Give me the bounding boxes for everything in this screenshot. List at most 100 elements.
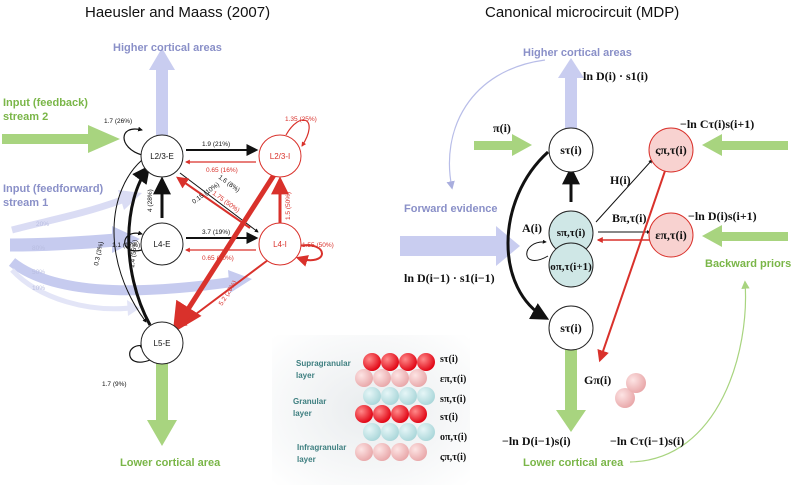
- ff-arrow-20: [11, 196, 124, 234]
- node-s-bottom: [548, 305, 594, 351]
- inset-spheres: [355, 353, 435, 461]
- pct-20-label: 20%: [36, 221, 49, 228]
- layers-inset: Supragranular layer Granular layer Infra…: [272, 335, 470, 485]
- weight-e-to-i: 1.9 (21%): [202, 141, 230, 148]
- weight-diag-1: 1.6 (8%): [217, 174, 241, 194]
- left-higher-label: Higher cortical areas: [113, 42, 222, 54]
- forward-evidence-label: Forward evidence: [404, 203, 498, 215]
- node-eps: [648, 212, 694, 258]
- node-l23e: [140, 134, 184, 178]
- weight-l5e-to-l23e-a: 0.3 (3%): [93, 241, 105, 266]
- right-lower-label: Lower cortical area: [523, 457, 624, 469]
- supragranular-label: Supragranular: [296, 359, 351, 368]
- lnd-arrow-head: [702, 225, 722, 247]
- node-o-mid: [548, 242, 594, 288]
- node-o-mid-label: oπ,τ(i+1): [550, 261, 592, 273]
- math-lnD-right: −ln D(i)s(i+1): [688, 209, 757, 223]
- node-s-bottom-label: sτ(i): [560, 321, 582, 335]
- forward-arrow-shaft: [400, 236, 500, 256]
- weight-l4i-to-l4e: 0.65 (10%): [202, 255, 234, 262]
- math-lnD-left: ln D(i−1) · s1(i−1): [404, 271, 495, 285]
- top-to-bottom-curve: [506, 150, 550, 320]
- math-H: H(i): [610, 173, 631, 187]
- node-s-top: [548, 127, 594, 173]
- right-down-arrow-head: [556, 410, 586, 432]
- H-arrow: [595, 159, 653, 223]
- left-up-arrow-head: [149, 48, 175, 70]
- right-higher-label: Higher cortical areas: [523, 47, 632, 59]
- inset-label-2: επ,τ(i): [440, 374, 466, 385]
- inset-label-4: sτ(i): [440, 412, 458, 423]
- node-zeta-label: ςπ,τ(i): [655, 143, 687, 157]
- node-l23e-label: L2/3-E: [150, 152, 174, 161]
- lnd-arrow-shaft: [720, 232, 788, 241]
- node-l5e: [140, 321, 184, 365]
- weight-l4i-self: 1.55 (50%): [302, 242, 334, 249]
- input-feedback-stream-label: stream 2: [3, 111, 48, 123]
- node-l4i: [258, 222, 302, 266]
- weight-l4e-to-l23e: 4 (28%): [147, 189, 154, 212]
- math-pi: π(i): [493, 121, 511, 135]
- left-lower-label: Lower cortical area: [120, 457, 221, 469]
- lnc-arrow-shaft: [720, 141, 788, 150]
- node-l4e: [140, 222, 184, 266]
- pct-80-label: 80%: [32, 245, 45, 252]
- lnc-arrow-head: [702, 134, 722, 156]
- weight-l5e-self: 1.7 (9%): [102, 381, 127, 388]
- node-l4i-label: L4-I: [273, 240, 287, 249]
- node-eps-label: επ,τ(i): [655, 228, 687, 242]
- ff-arrow-10: [10, 268, 131, 312]
- input-feedforward-stream-label: stream 1: [3, 197, 48, 209]
- node-l5e-label: L5-E: [154, 339, 171, 348]
- weight-l4i-to-l23i: 1.5 (50%): [285, 192, 292, 220]
- math-A: A(i): [522, 221, 542, 235]
- right-title: Canonical microcircuit (MDP): [485, 4, 679, 21]
- left-down-arrow-head: [147, 420, 177, 446]
- weight-l23e-self: 1.7 (26%): [104, 118, 132, 125]
- node-l4e-label: L4-E: [154, 240, 171, 249]
- left-feedback-arrow-head: [88, 125, 120, 153]
- granular-layer-label: layer: [293, 409, 312, 418]
- pi-arrow-shaft: [474, 141, 514, 150]
- right-panel: Canonical microcircuit (MDP) Higher cort…: [400, 4, 791, 469]
- weight-l23i-self: 1.35 (25%): [285, 116, 317, 123]
- math-G: Gπ(i): [584, 373, 611, 387]
- higher-to-forward-curve: [446, 59, 546, 190]
- node-s-mid-label: sπ,τ(i): [557, 227, 586, 239]
- weight-i-to-e: 0.65 (16%): [206, 167, 238, 174]
- math-bottom-a: −ln D(i−1)s(i): [502, 434, 571, 448]
- pct-10-label: 10%: [32, 285, 45, 292]
- infragranular-label: Infragranular: [297, 443, 346, 452]
- ff-arrow-80: [9, 233, 117, 252]
- math-lnC: −ln Cτ(i)s(i+1): [680, 117, 754, 131]
- granular-label: Granular: [293, 397, 326, 406]
- right-up-arrow-shaft: [565, 75, 577, 145]
- right-up-arrow-head: [558, 58, 584, 78]
- A-loop-arrow: [526, 239, 549, 261]
- inset-label-6: ςπ,τ(i): [440, 452, 466, 463]
- pi-arrow-head: [512, 134, 532, 156]
- supragranular-layer-label: layer: [296, 371, 315, 380]
- input-feedback-label: Input (feedback): [3, 97, 88, 109]
- node-l23i-label: L2/3-I: [270, 152, 290, 161]
- math-B: Bπ,τ(i): [612, 211, 646, 225]
- left-feedback-arrow-shaft: [2, 134, 92, 144]
- backward-priors-label: Backward priors: [705, 258, 791, 270]
- left-down-arrow-shaft: [156, 346, 168, 428]
- inset-label-5: oπ,τ(i): [440, 432, 467, 443]
- left-connections: [113, 119, 323, 363]
- pct-50-label: 50%: [32, 269, 45, 276]
- weight-l4e-self: 1.1 (17%): [112, 242, 140, 249]
- node-zeta: [648, 127, 694, 173]
- weight-l5e-to-l23e-b: 1.4 (55%): [129, 239, 139, 268]
- math-bottom-b: −ln Cτ(i−1)s(i): [610, 434, 684, 448]
- right-down-arrow-shaft: [565, 345, 577, 415]
- inset-label-1: sτ(i): [440, 354, 458, 365]
- lower-to-backward-curve: [629, 280, 750, 463]
- input-feedforward-label: Input (feedforward): [3, 183, 104, 195]
- zeta-to-G-arrow: [597, 167, 667, 363]
- inset-label-3: sπ,τ(i): [440, 394, 466, 405]
- left-panel: Haeusler and Maass (2007) Higher cortica…: [2, 4, 334, 469]
- weight-l4e-to-l4i: 3.7 (19%): [202, 229, 230, 236]
